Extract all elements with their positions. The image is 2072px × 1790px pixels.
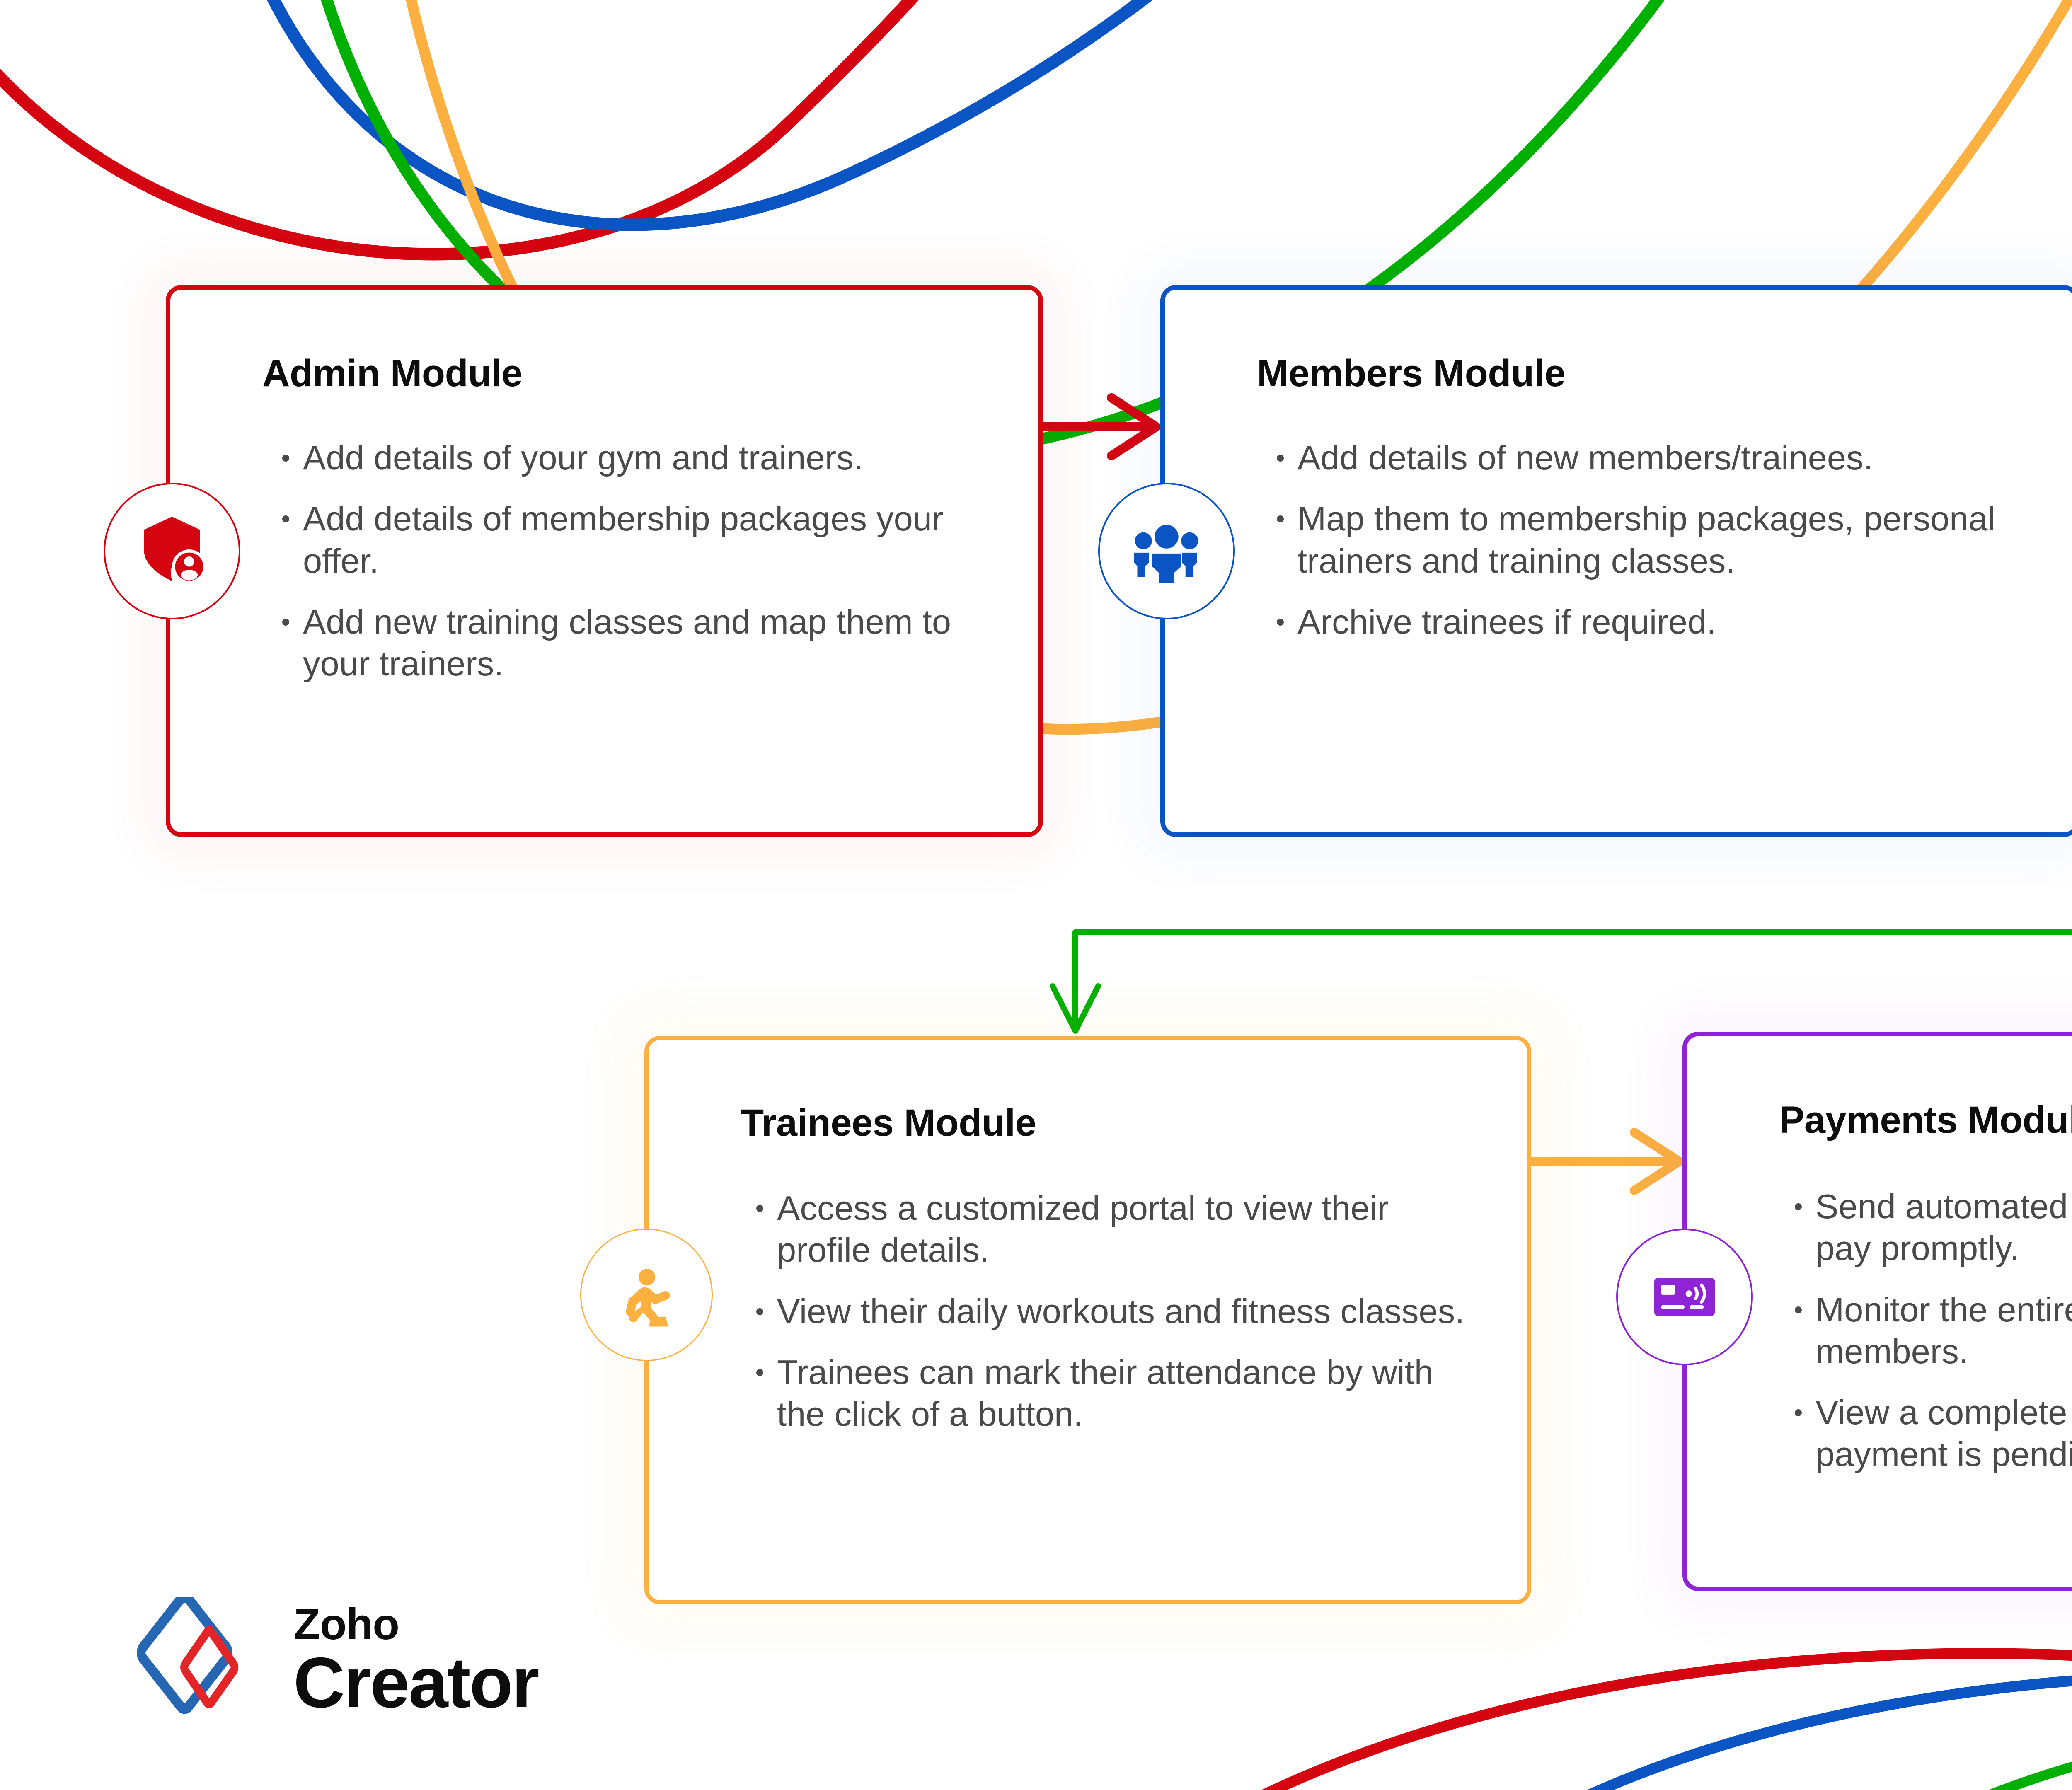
module-title-members: Members Module bbox=[1257, 352, 1566, 394]
list-item: View a complete list of members' whose p… bbox=[1790, 1391, 2072, 1476]
module-bullets-admin: Add details of your gym and trainers. Ad… bbox=[277, 437, 982, 685]
stepping-exercise-icon bbox=[609, 1258, 684, 1332]
logo-text-creator: Creator bbox=[293, 1643, 540, 1723]
shield-user-icon bbox=[133, 512, 211, 590]
list-item: Add new training classes and map them to… bbox=[277, 601, 982, 685]
module-card-trainees[interactable]: Trainees Module Access a customized port… bbox=[644, 1036, 1531, 1604]
contactless-card-icon bbox=[1648, 1260, 1721, 1333]
list-item: Archive trainees if required. bbox=[1272, 601, 2014, 643]
module-badge-members[interactable] bbox=[1098, 483, 1235, 619]
zoho-creator-logo[interactable]: Zoho Creator bbox=[137, 1592, 540, 1724]
list-item: Add details of new members/trainees. bbox=[1272, 437, 2014, 479]
list-item: Monitor the entire payment history of yo… bbox=[1790, 1289, 2072, 1373]
module-card-members[interactable]: Members Module Add details of new member… bbox=[1160, 285, 2072, 837]
list-item: View their daily workouts and fitness cl… bbox=[751, 1290, 1489, 1332]
module-badge-payments[interactable] bbox=[1616, 1229, 1753, 1365]
logo-text-zoho: Zoho bbox=[293, 1600, 399, 1649]
module-title-trainees: Trainees Module bbox=[741, 1102, 1036, 1144]
module-card-admin[interactable]: Admin Module Add details of your gym and… bbox=[166, 285, 1043, 837]
module-bullets-payments: Send automated reminders to ensure membe… bbox=[1790, 1185, 2072, 1476]
module-title-admin: Admin Module bbox=[262, 352, 523, 394]
zoho-logo-mark bbox=[137, 1592, 274, 1724]
module-title-payments: Payments Module bbox=[1779, 1099, 2072, 1141]
module-badge-trainees[interactable] bbox=[580, 1229, 713, 1361]
module-badge-admin[interactable] bbox=[104, 483, 240, 619]
list-item: Add details of your gym and trainers. bbox=[277, 437, 982, 479]
list-item: Access a customized portal to view their… bbox=[751, 1187, 1489, 1271]
list-item: Map them to membership packages, persona… bbox=[1272, 498, 2014, 582]
list-item: Add details of membership packages your … bbox=[277, 498, 982, 582]
list-item: Trainees can mark their attendance by wi… bbox=[751, 1351, 1489, 1435]
group-people-icon bbox=[1128, 513, 1205, 590]
module-bullets-trainees: Access a customized portal to view their… bbox=[751, 1187, 1489, 1435]
module-bullets-members: Add details of new members/trainees. Map… bbox=[1272, 437, 2014, 643]
list-item: Send automated reminders to ensure membe… bbox=[1790, 1185, 2072, 1270]
